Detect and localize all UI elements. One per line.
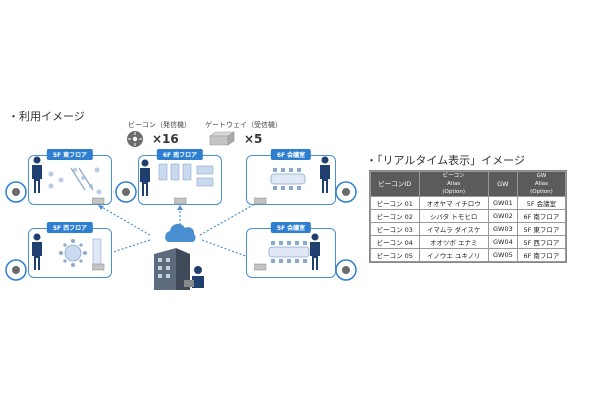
gateway-icon: [209, 131, 235, 146]
panel-title: 5F 西フロア: [46, 222, 94, 233]
panel-title: 5F 会議室: [270, 222, 312, 233]
column-header-gw: GW: [487, 171, 518, 197]
table-row: ビーコン 03 イマムラ ダイスケ GW03 5F 東フロア: [370, 222, 567, 236]
table-cell: GW05: [487, 248, 518, 262]
table-cell: シバタ トモヒロ: [418, 209, 489, 223]
person-icon: [140, 159, 150, 196]
table-row: ビーコン 04 オオツボ エナミ GW04 5F 西フロア: [370, 235, 567, 249]
panel-6f-meeting-room: 6F 会議室: [246, 149, 336, 205]
beacon-count: ×16: [152, 132, 179, 146]
table-cell: イマムラ ダイスケ: [418, 222, 489, 236]
table-row: ビーコン 02 シバタ トモヒロ GW02 6F 南フロア: [370, 209, 567, 223]
gateway-icon: [254, 197, 267, 205]
table-cell: ビーコン 01: [370, 196, 420, 210]
person-icon: [320, 156, 330, 193]
beacon-callout-icon: [5, 259, 27, 281]
meeting-room-plan-5f: [268, 241, 310, 263]
table-cell: 5F 西フロア: [516, 235, 567, 249]
table-cell: GW01: [487, 196, 518, 210]
table-cell: 6F 南フロア: [516, 209, 567, 223]
person-icon: [310, 233, 320, 270]
beacon-icon: [127, 131, 143, 147]
table-row: ビーコン 05 イノウエ ユキノリ GW05 6F 南フロア: [370, 248, 567, 262]
table-cell: ビーコン 02: [370, 209, 420, 223]
floor-plan-west: [59, 238, 102, 268]
gateway-icon: [254, 263, 267, 271]
panel-title: 6F 南フロア: [156, 149, 204, 160]
meeting-room-plan-6f: [270, 168, 306, 190]
table-cell: ビーコン 05: [370, 248, 420, 262]
usage-image-heading: ・利用イメージ: [8, 110, 85, 123]
table-cell: 6F 南フロア: [516, 248, 567, 262]
gateway-icon: [92, 263, 105, 271]
column-header-beacon-id: ビーコンID: [370, 171, 420, 197]
person-icon: [32, 233, 42, 270]
gateway-icon: [174, 197, 187, 205]
table-cell: イノウエ ユキノリ: [418, 248, 489, 262]
table-cell: オオヤマ イチロウ: [418, 196, 489, 210]
office-building-icon: [154, 248, 204, 290]
beacon-callout-icon: [115, 181, 137, 203]
beacon-callout-icon: [5, 181, 27, 203]
table-cell: GW04: [487, 235, 518, 249]
table-cell: ビーコン 04: [370, 235, 420, 249]
table-cell: ビーコン 03: [370, 222, 420, 236]
beacon-callout-icon: [335, 259, 357, 281]
beacon-callout-icon: [335, 181, 357, 203]
table-cell: 5F 会議室: [516, 196, 567, 210]
panel-5f-east-floor: 5F 東フロア: [28, 149, 112, 205]
floor-plan-east: [48, 167, 102, 195]
table-cell: GW02: [487, 209, 518, 223]
beacon-legend-label: ビーコン（発信機）: [128, 121, 191, 129]
gateway-count: ×5: [244, 132, 263, 146]
gateway-legend-label: ゲートウェイ（受信機）: [205, 121, 282, 129]
table-row: ビーコン 01 オオヤマ イチロウ GW01 5F 会議室: [370, 196, 567, 210]
floor-plan-south: [158, 163, 214, 187]
table-cell: オオツボ エナミ: [418, 235, 489, 249]
table-cell: 5F 東フロア: [516, 222, 567, 236]
cloud-icon: [165, 223, 196, 242]
panel-title: 5F 東フロア: [46, 149, 94, 160]
gateway-icon: [92, 197, 105, 205]
panel-6f-south-floor: 6F 南フロア: [138, 149, 222, 205]
realtime-display-heading: ・「リアルタイム表示」イメージ: [366, 154, 525, 167]
table-cell: GW03: [487, 222, 518, 236]
panel-title: 6F 会議室: [270, 149, 312, 160]
person-icon: [32, 156, 42, 193]
